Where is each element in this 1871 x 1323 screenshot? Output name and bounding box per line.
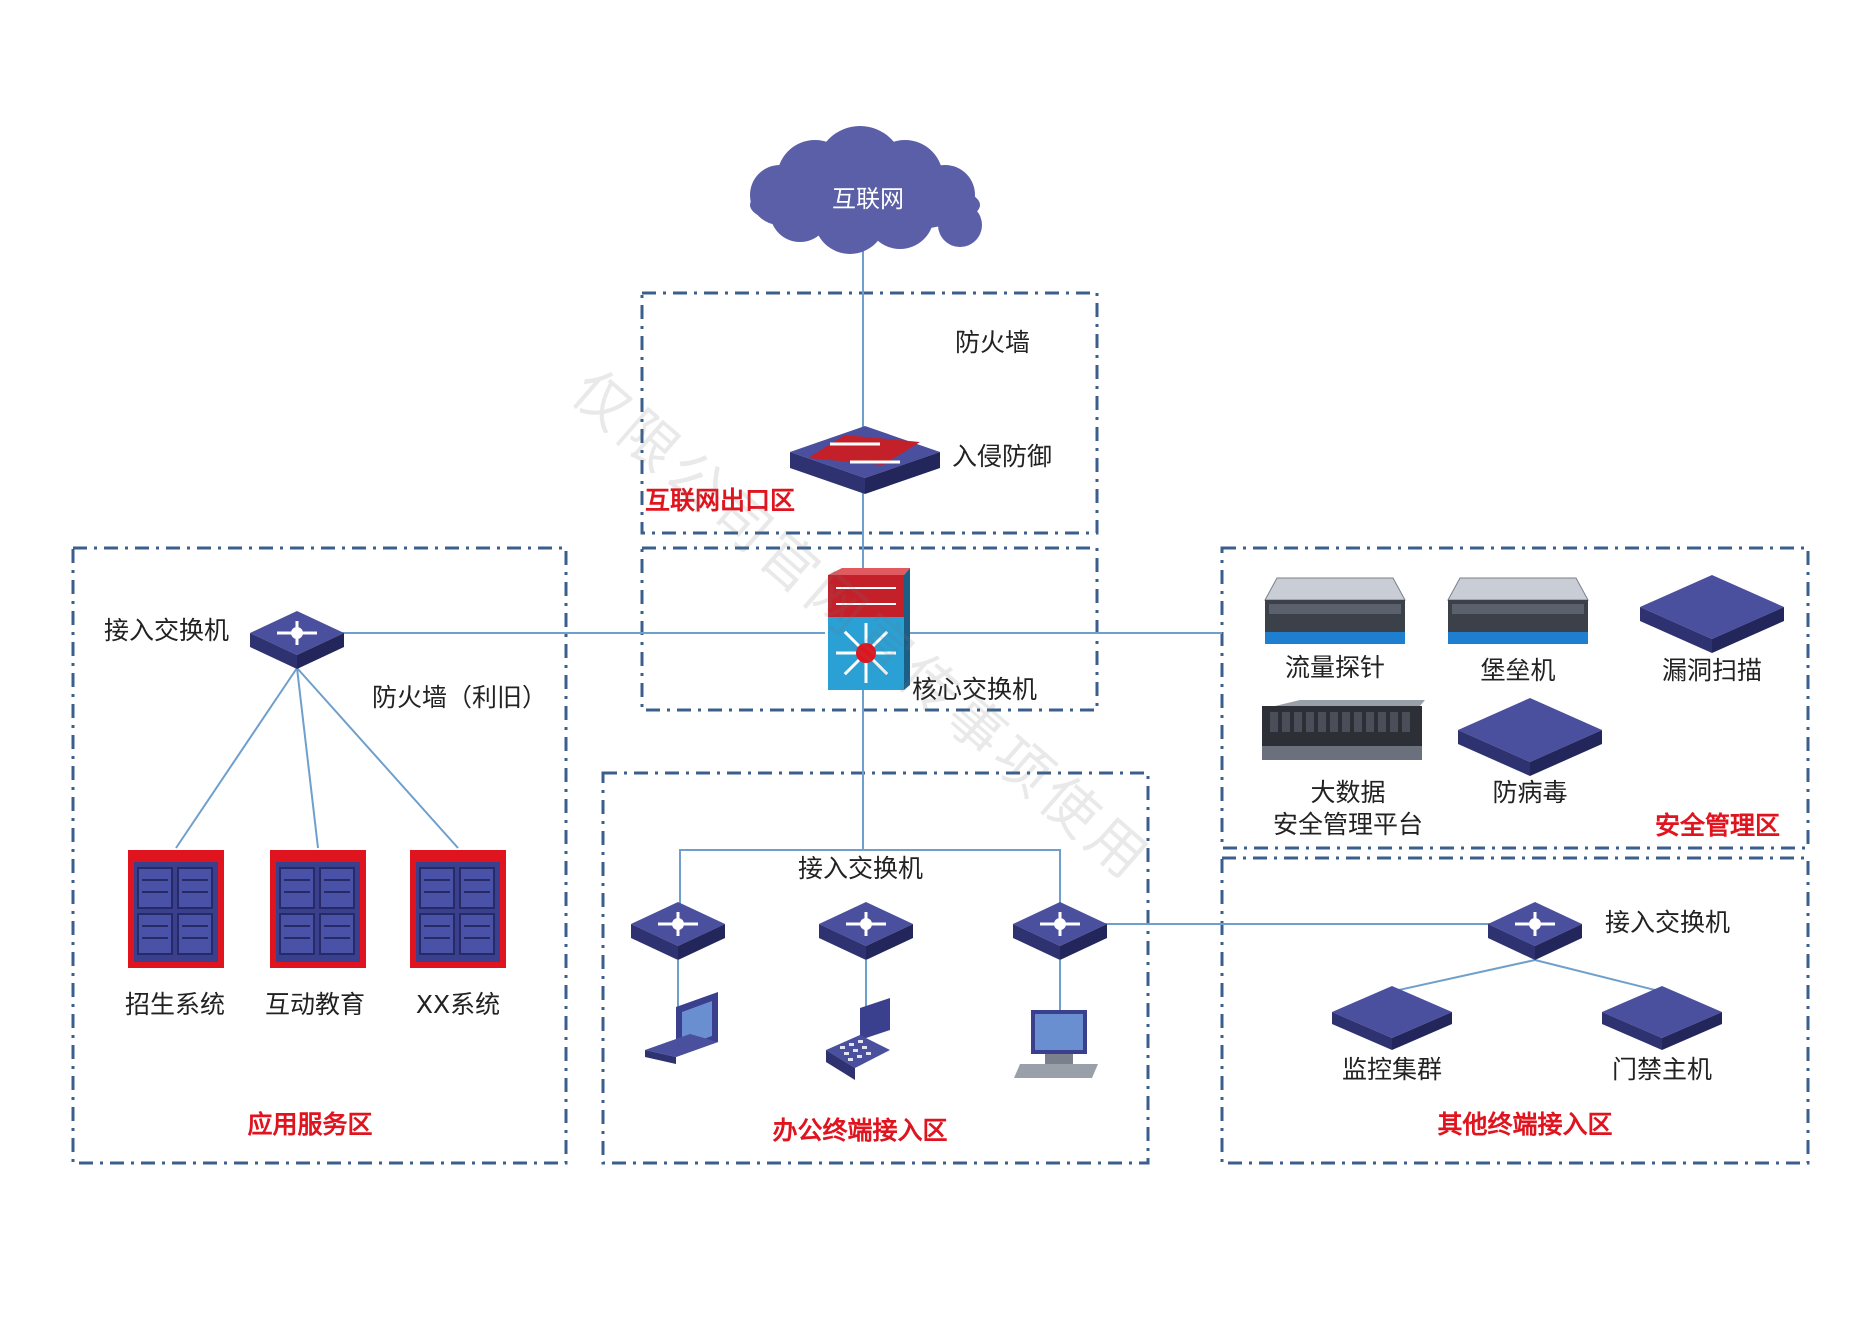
antivirus-label: 防病毒	[1492, 778, 1568, 807]
bigdata-label-line1: 大数据	[1310, 778, 1386, 807]
app-access-switch-label: 接入交换机	[104, 616, 230, 645]
office-switch-3-icon	[1013, 902, 1107, 960]
office-access-switch-label: 接入交换机	[798, 854, 924, 883]
bastion-label: 堡垒机	[1480, 656, 1556, 685]
link-app-switch-server2	[296, 667, 319, 849]
antivirus-icon	[1458, 698, 1602, 776]
link-app-switch-server1	[175, 667, 298, 849]
app-server-label: XX系统	[415, 990, 501, 1019]
internet-cloud-icon	[750, 126, 982, 254]
core-switch-icon	[828, 568, 910, 690]
monitor-cluster-label: 监控集群	[1341, 1055, 1443, 1084]
link-other-switch-monitor	[1384, 959, 1536, 994]
firewall-label: 防火墙	[955, 328, 1031, 357]
app-server-1-icon	[128, 850, 224, 968]
office-switch-1-icon	[631, 902, 725, 960]
ips-label: 入侵防御	[952, 442, 1053, 471]
app-access-switch-icon	[250, 611, 344, 669]
reused-firewall-label: 防火墙（利旧）	[372, 683, 548, 712]
link-app-switch-server3	[296, 667, 459, 849]
internet-cloud-label: 互联网	[832, 185, 904, 213]
link-other-switch-door	[1534, 959, 1656, 991]
app-server-3-icon	[410, 850, 506, 968]
desktop-pc-icon	[1014, 1010, 1098, 1078]
zone-app-service-border	[71, 546, 568, 1165]
bigdata-label-line2: 安全管理平台	[1272, 810, 1424, 839]
vuln-scan-icon	[1640, 575, 1784, 653]
zone-label-app-service: 应用服务区	[247, 1110, 373, 1139]
zone-security-mgmt-border	[1220, 546, 1810, 850]
bastion-icon	[1447, 577, 1589, 644]
ip-phone-icon	[826, 998, 890, 1080]
vuln-scan-label: 漏洞扫描	[1661, 656, 1763, 685]
zone-office-access-border	[601, 771, 1150, 1165]
bigdata-platform-icon	[1262, 700, 1425, 760]
zone-core-border	[640, 546, 1099, 712]
app-server-label: 招生系统	[124, 990, 226, 1019]
link-office-bus	[679, 849, 1061, 905]
other-access-switch-label: 接入交换机	[1605, 908, 1731, 937]
zone-label-office-access: 办公终端接入区	[772, 1116, 948, 1145]
flow-probe-label: 流量探针	[1284, 653, 1386, 682]
core-switch-label: 核心交换机	[912, 675, 1038, 704]
zone-internet-exit-border	[640, 291, 1099, 535]
flow-probe-icon	[1264, 577, 1406, 644]
monitor-cluster-icon	[1332, 986, 1452, 1050]
zone-label-security-mgmt: 安全管理区	[1655, 811, 1781, 840]
zone-other-access-border	[1220, 856, 1810, 1165]
app-server-2-icon	[270, 850, 366, 968]
laptop-icon	[645, 992, 718, 1064]
app-server-label: 互动教育	[264, 990, 366, 1019]
zone-label-internet-exit: 互联网出口区	[645, 486, 796, 515]
access-control-label: 门禁主机	[1611, 1055, 1713, 1084]
access-control-icon	[1602, 986, 1722, 1050]
office-switch-2-icon	[819, 902, 913, 960]
other-access-switch-icon	[1488, 902, 1582, 960]
ips-firewall-icon	[790, 426, 940, 494]
zone-label-other-access: 其他终端接入区	[1437, 1110, 1613, 1139]
